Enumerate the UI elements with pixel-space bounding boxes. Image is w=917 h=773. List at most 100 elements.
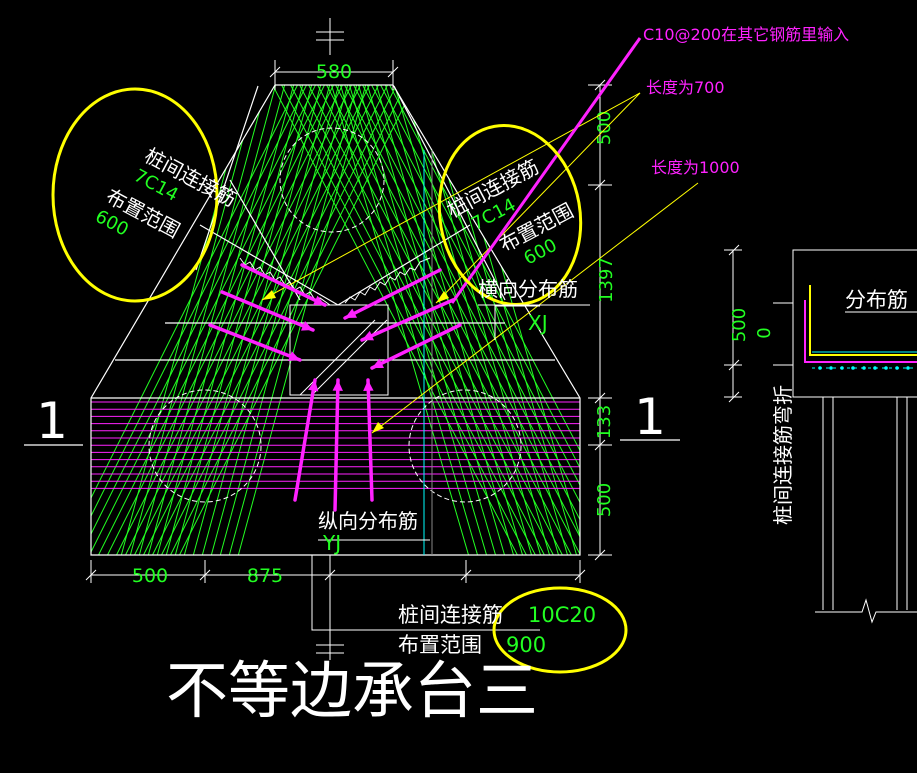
rebar-band-a [131,85,373,555]
rebar-band-a [95,85,337,555]
arrow-head [308,380,319,392]
arrow-shaft [343,268,442,320]
bottom-connect-range: 900 [506,633,546,657]
longitudinal-name: 纵向分布筋 [318,509,418,533]
rebar-band-a-cross [146,85,278,555]
arrow-shaft [293,378,317,502]
transverse-name: 横向分布筋 [478,277,578,301]
arrow-shaft [220,290,315,332]
dim-bottom [85,560,586,583]
dim-top-label: 580 [316,61,352,83]
ellipse-bottom [492,586,628,674]
annotation-arrows [208,263,462,512]
rebar-band-a-cross [236,85,368,555]
arrow-head [345,308,357,318]
rebar-band-a [149,85,391,555]
bottom-connect-name: 桩间连接筋 [398,603,503,627]
rebar-band-a-cross [155,85,287,555]
rebar-band-b [368,85,580,555]
detail-rebar-yellow [809,285,917,356]
rebar-band-a-cross [218,85,350,555]
rebar-band-a-cross [209,85,341,555]
arrow-shaft [208,323,302,362]
transverse-tag: XJ [528,311,548,335]
rebar-band-b [377,85,580,555]
dim-right-bottom: 500 [594,483,615,517]
rebar-band-b [323,85,575,555]
bottom-connect-spec: 10C20 [528,603,596,627]
transverse-box [494,305,540,340]
rebar-band-a [140,85,382,555]
dim-bottom-mid: 875 [247,565,283,587]
callout-length-1000: 长度为1000 [651,158,740,177]
rebar-band-a [104,85,346,555]
rebar-band-b-cross [365,85,507,555]
rebar-band-a [176,85,418,555]
detail-rebar-dot [851,366,855,370]
pile-circles [148,127,522,503]
section-mark-right: 1 [634,388,666,446]
longitudinal-tag: YJ [322,531,341,555]
detail-rebar-dot [895,366,899,370]
detail-rebar-dot [829,366,833,370]
rebar-band-b [359,85,580,555]
rebar-band-a [122,85,364,555]
dim-top [269,60,399,90]
rebar-band-a-cross [173,85,305,555]
rebar-band-b-cross [347,85,489,555]
c10-callout-line [450,37,642,304]
arrow-head [332,380,343,391]
section-detail [724,244,917,624]
rebar-band-b [341,85,580,555]
rebar-hatch-right [344,257,431,304]
dim-bottom-left: 500 [132,565,168,587]
rebar-band-b-cross [383,85,525,555]
rebar-band-b [287,85,539,555]
rebar-band-b [350,85,580,555]
rebar-band-b [314,85,566,555]
rebar-band-a [158,85,400,555]
arrow-head [313,295,325,306]
leader-arrowheads [262,290,449,433]
arrow-head [362,330,374,341]
detail-vertical-label: 桩间连接筋弯折 [771,385,795,525]
right-connect-group: 桩间连接筋 7C14 布置范围 600 [443,154,577,269]
rebar-band-b [305,85,557,555]
arrow-head [363,380,374,391]
detail-rebar-dot [884,366,888,370]
rebar-band-a-cross [200,85,332,555]
detail-rebar-dot [906,366,910,370]
arrow-shaft [366,378,374,502]
ellipse-right [437,124,583,306]
rebar-band-b [269,85,521,555]
rebar-band-a-cross [137,85,269,555]
arrow-head [301,321,313,331]
ellipse-left [51,87,219,303]
callout-c10: C10@200在其它钢筋里输入 [643,25,849,44]
rebar-band-b-cross [374,85,516,555]
rebar-band-a [91,85,319,555]
rebar-band-a [91,85,310,555]
detail-dim-500: 500 [729,308,750,342]
highlight-ellipses [51,87,628,674]
dim-right-mid: 1397 [596,257,617,303]
rebar-band-a [113,85,355,555]
dim-right-small: 133 [594,405,615,439]
rebar-band-b-cross [329,85,471,555]
rebar-hatch-left [239,257,331,306]
detail-label: 分布筋 [845,288,908,312]
rebar-band-b-cross [401,85,543,555]
arrow-head [288,351,300,361]
rebar-band-a-cross [164,85,296,555]
dim-right-top: 500 [594,111,615,145]
rebar-band-b [386,85,580,555]
arrow-shaft [333,378,340,512]
section-mark-lines [24,439,680,446]
pile-top [279,127,385,233]
detail-rebar-dot [818,366,822,370]
rebar-band-a-cross [191,85,323,555]
section-mark-left: 1 [36,392,68,450]
detail-rebar-dot [873,366,877,370]
drawing-title: 不等边承台三 [166,654,538,727]
